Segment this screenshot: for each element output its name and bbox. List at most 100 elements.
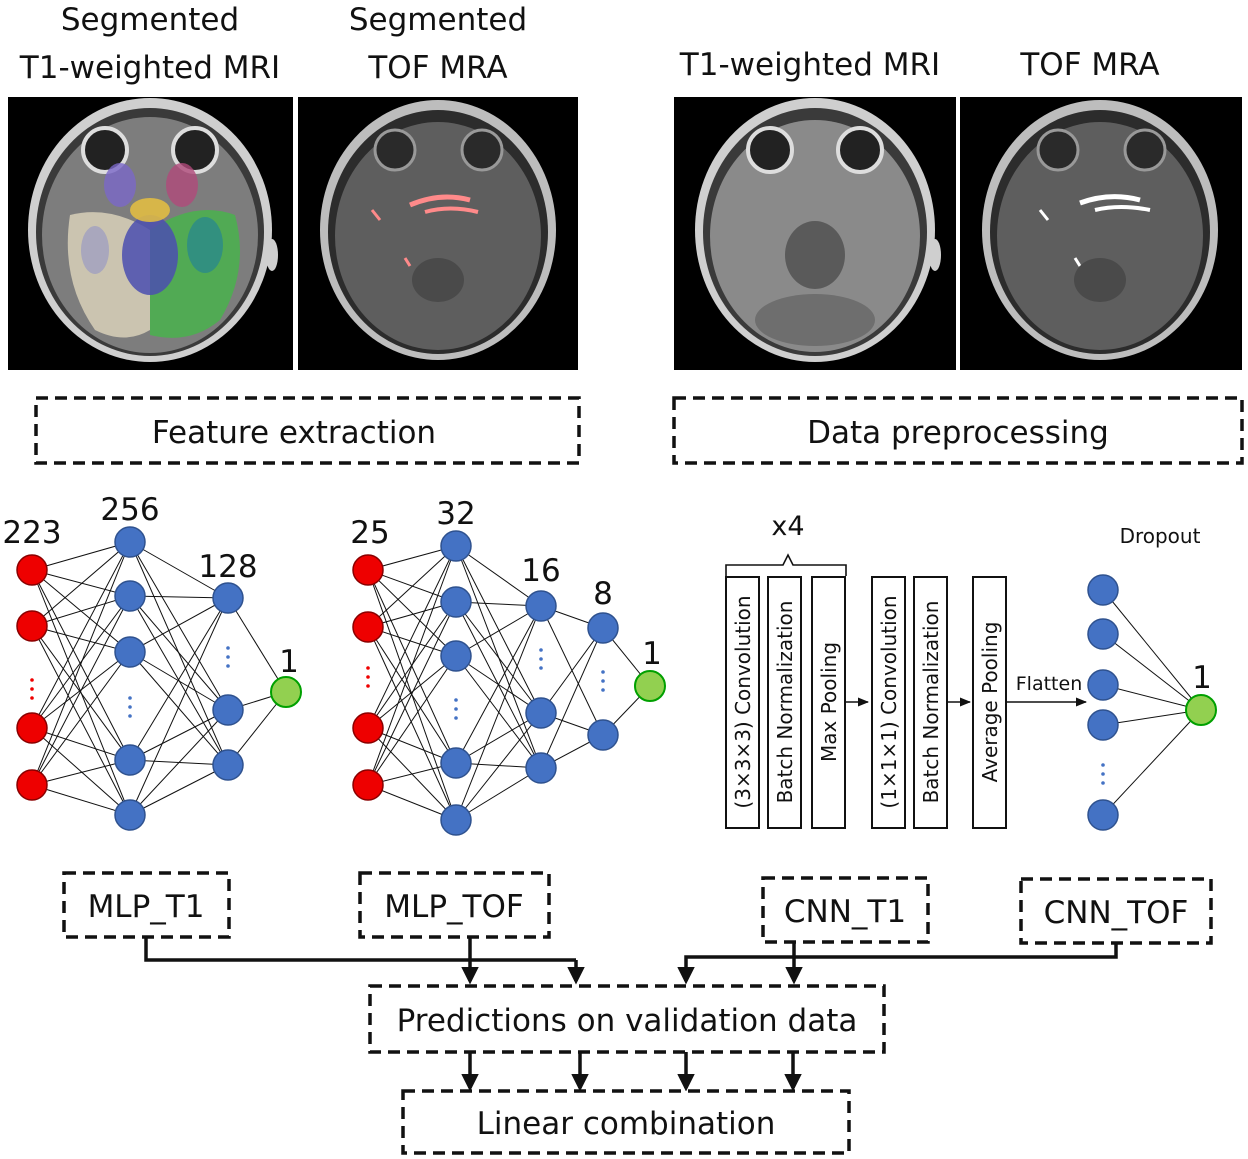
t1-label: T1-weighted MRI	[679, 47, 940, 83]
mlp-tof-edge	[367, 655, 457, 786]
mlp-tof-edge	[367, 545, 457, 729]
cnn-layer-box-6	[972, 576, 1007, 829]
mlp-tof-edge	[367, 626, 457, 821]
cnn-dense-network	[1087, 574, 1217, 831]
mlp-t1-edge	[129, 595, 229, 599]
cnn-output-size: 1	[1192, 660, 1212, 696]
mlp-tof-node-l0-3	[352, 769, 384, 801]
mlp-t1-edge	[129, 597, 229, 816]
mlp-tof-edge	[455, 545, 542, 714]
mlp-tof-edge	[455, 712, 542, 764]
mlp-tof-node-l1-4	[440, 804, 472, 836]
mlp-t1-node-l1-0	[114, 526, 146, 558]
mlp-t1-node-l0-1	[16, 610, 48, 642]
mlp-tof-edge	[367, 727, 457, 764]
mlp-t1-edge	[31, 541, 131, 786]
mlp-tof-node-l1-1	[440, 586, 472, 618]
mlp-tof-edge	[455, 545, 542, 607]
mlp-t1-hidden1-size: 256	[100, 492, 159, 528]
mlp-t1-node-l1-3	[114, 744, 146, 776]
mlp-t1-edge	[31, 651, 131, 786]
cnn-dense-node-l0-4	[1087, 799, 1119, 831]
cnn-dense-node-l0-1	[1087, 618, 1119, 650]
mlp-t1-edge	[31, 727, 131, 816]
mlp-t1-node-l2-1	[212, 694, 244, 726]
cnn-layer-conv3: (3×3×3) Convolution	[731, 595, 755, 808]
mlp-t1-edge	[31, 625, 131, 761]
mlp-tof-label: MLP_TOF	[384, 889, 523, 925]
mlp-tof-edge	[455, 605, 542, 821]
cnn-layer-box-2	[767, 576, 802, 829]
mlp-t1-edge	[129, 541, 229, 711]
mlp-tof-node-l2-0	[525, 590, 557, 622]
mlp-tof-node-l1-2	[440, 640, 472, 672]
mlp-t1-edge	[129, 597, 229, 653]
mlp-tof-node-l4-0	[634, 670, 666, 702]
mlp-tof-edge	[367, 545, 457, 628]
seg-t1-label-line2: T1-weighted MRI	[19, 50, 280, 86]
feature-extraction-box	[34, 396, 581, 465]
mlp-tof-hidden3-size: 8	[593, 576, 613, 612]
mlp-t1-hidden2-size: 128	[198, 549, 257, 585]
linear-combination-box	[401, 1089, 851, 1155]
cnn-dense-node-l0-2	[1087, 669, 1119, 701]
cnn-dense-node-l0-0	[1087, 574, 1119, 606]
mlp-tof-node-l3-0	[587, 612, 619, 644]
mlp-t1-label: MLP_T1	[88, 889, 205, 925]
repeat-brace	[725, 553, 847, 576]
seg-t1-label-line1: Segmented	[61, 2, 239, 38]
mlp-t1-node-l0-2	[16, 712, 48, 744]
mlp-t1-ellipsis-0	[30, 678, 34, 700]
seg-tof-label-line1: Segmented	[349, 2, 527, 38]
predictions-box	[368, 984, 886, 1054]
cnn-layer-maxpool: Max Pooling	[817, 642, 841, 762]
mlp-t1-node-l1-1	[114, 580, 146, 612]
mlp-tof-node-l2-2	[525, 752, 557, 784]
mlp-tof-edge	[455, 767, 542, 821]
mlp-t1-edge	[31, 569, 131, 761]
tof-image	[960, 97, 1242, 370]
mlp-tof-edge	[455, 712, 542, 821]
cnn-dense-edge	[1102, 589, 1202, 711]
cnn-dense-edge	[1102, 709, 1202, 816]
mlp-t1-edge	[31, 784, 131, 816]
cnn-dense-edge	[1102, 684, 1202, 711]
mlp-t1-edge	[31, 759, 131, 786]
mlp-t1-edge	[31, 595, 131, 729]
mlp-tof-edge	[540, 627, 604, 769]
mlp-tof-box	[358, 871, 551, 939]
mlp-t1-node-l2-0	[212, 582, 244, 614]
cnn-t1-label: CNN_T1	[784, 894, 906, 930]
seg-tof-label-line2: TOF MRA	[367, 50, 507, 86]
cnn-dense-edge	[1102, 633, 1202, 711]
cnn-layer-avgpool: Average Pooling	[978, 622, 1002, 783]
mlp-flow-line	[144, 937, 576, 962]
cnn-repeat-label: x4	[771, 511, 804, 542]
mlp-t1-node-l0-3	[16, 769, 48, 801]
mlp-tof-ellipsis-3	[601, 670, 605, 692]
mlp-t1-edge	[31, 541, 131, 627]
mlp-tof-ellipsis-1	[454, 698, 458, 720]
mlp-tof-hidden1-size: 32	[436, 496, 475, 532]
mlp-t1-node-l2-2	[212, 749, 244, 781]
cnn-layer-box-5	[913, 576, 948, 829]
dropout-label: Dropout	[1120, 524, 1201, 548]
cnn-tof-label: CNN_TOF	[1044, 895, 1189, 931]
mlp-tof-edge	[367, 655, 457, 729]
mlp-tof-edge	[540, 627, 604, 714]
mlp-t1-edge	[227, 597, 287, 693]
mlp-t1-edge	[129, 541, 229, 599]
mlp-tof-node-l0-1	[352, 611, 384, 643]
mlp-t1-edge	[129, 597, 229, 761]
segmented-tof-image	[298, 97, 578, 370]
cnn-tof-box	[1019, 877, 1213, 945]
mlp-t1-edge	[31, 595, 131, 627]
mlp-tof-hidden2-size: 16	[521, 553, 560, 589]
mlp-tof-node-l1-3	[440, 747, 472, 779]
mlp-tof-edge	[455, 601, 542, 714]
mlp-tof-node-l0-2	[352, 712, 384, 744]
mlp-t1-ellipsis-1	[128, 696, 132, 718]
mlp-tof-edge	[367, 545, 457, 786]
cnn-dense-connections	[1102, 589, 1202, 816]
